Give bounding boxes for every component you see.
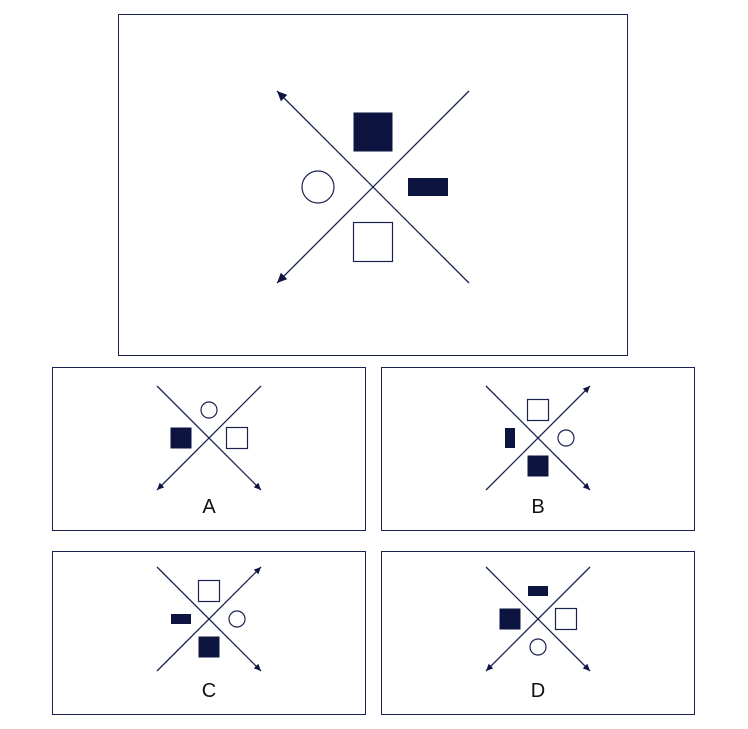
option-b-panel[interactable]: B — [381, 367, 695, 531]
option-d-panel[interactable]: D — [381, 551, 695, 715]
question-panel — [118, 14, 628, 356]
option-c-label: C — [201, 680, 217, 702]
diagonal-line — [276, 90, 470, 284]
filled-square-icon — [527, 455, 549, 477]
option-a-figure — [156, 385, 262, 491]
diagonal-line — [485, 385, 591, 491]
filled-bar-icon — [408, 178, 448, 196]
option-c-panel[interactable]: C — [52, 551, 366, 715]
option-a-label: A — [202, 496, 216, 518]
diagonal-line — [156, 385, 262, 491]
filled-bar-vertical-icon — [505, 428, 515, 448]
arrowhead-icon — [253, 482, 261, 490]
filled-bar-icon — [171, 614, 191, 624]
option-b-label: B — [531, 496, 545, 518]
filled-square-icon — [499, 608, 521, 630]
arrowhead-icon — [157, 482, 165, 490]
option-b-figure — [485, 385, 591, 491]
outline-square-icon — [554, 607, 578, 631]
diagonal-line — [156, 566, 262, 672]
option-a-panel[interactable]: A — [52, 367, 366, 531]
outline-square-icon — [352, 221, 394, 263]
outline-square-icon — [197, 579, 221, 603]
arrowhead-icon — [253, 567, 261, 575]
filled-square-icon — [198, 636, 220, 658]
outline-square-icon — [225, 426, 249, 450]
arrowhead-icon — [277, 272, 288, 283]
question-figure — [276, 90, 470, 284]
arrowhead-icon — [582, 663, 590, 671]
outline-circle-icon — [557, 429, 575, 447]
outline-circle-icon — [301, 170, 335, 204]
arrowhead-icon — [582, 386, 590, 394]
arrowhead-icon — [253, 663, 261, 671]
arrowhead-icon — [486, 663, 494, 671]
filled-square-icon — [170, 427, 192, 449]
outline-circle-icon — [200, 401, 218, 419]
option-d-figure — [485, 566, 591, 672]
arrowhead-icon — [277, 91, 288, 102]
outline-circle-icon — [529, 638, 547, 656]
outline-square-icon — [526, 398, 550, 422]
outline-circle-icon — [228, 610, 246, 628]
arrowhead-icon — [582, 482, 590, 490]
option-c-figure — [156, 566, 262, 672]
diagonal-line — [485, 566, 591, 672]
filled-bar-icon — [528, 586, 548, 596]
option-d-label: D — [530, 680, 546, 702]
filled-square-icon — [353, 112, 393, 152]
